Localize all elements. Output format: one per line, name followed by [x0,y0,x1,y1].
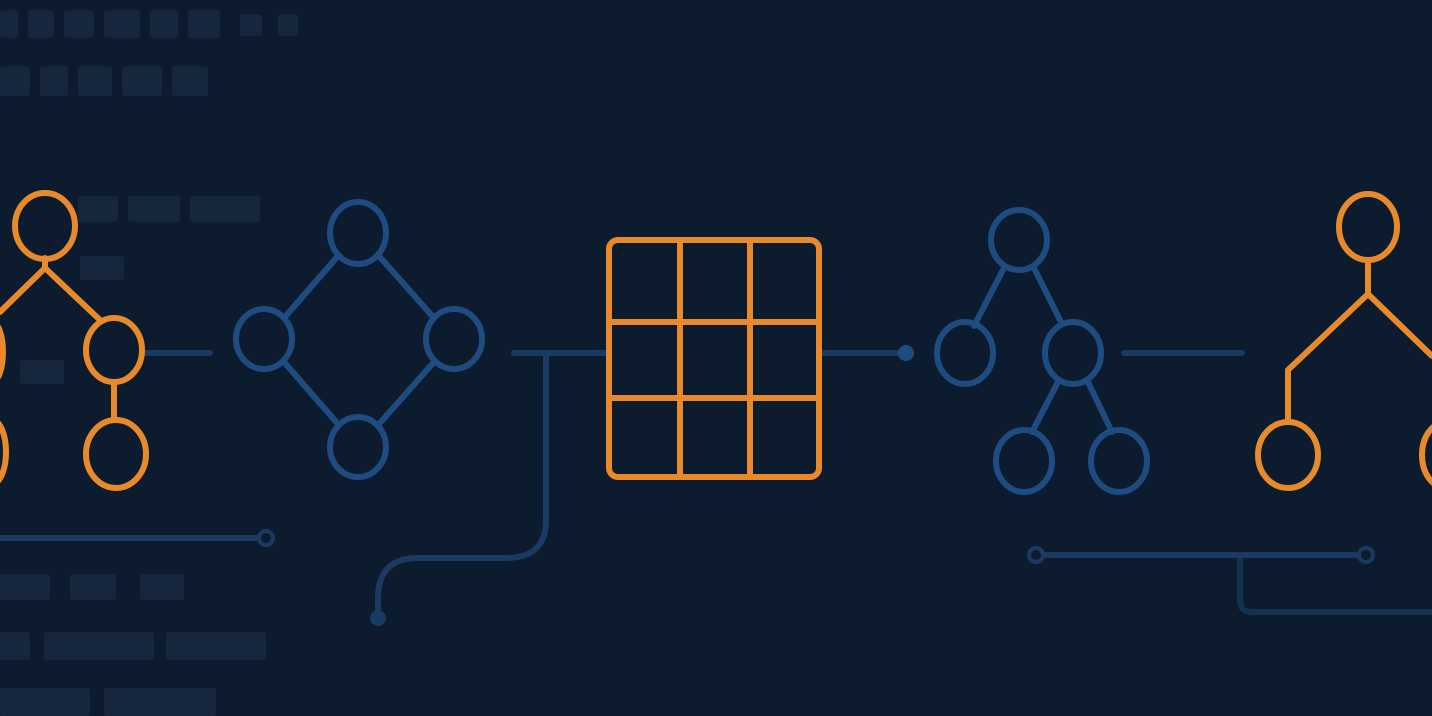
code-line [104,688,216,716]
tree-edge [1031,265,1065,327]
tree-node [993,427,1055,495]
tree-node [83,417,149,491]
code-line [150,10,178,38]
tree-node [83,315,145,385]
graph-node [327,199,389,267]
tree-edge [1085,379,1115,435]
code-line [0,66,30,96]
graph-node [423,306,485,372]
binary-tree-right [1255,191,1432,491]
graph-node [327,414,389,480]
tree-node [0,324,6,380]
code-line [70,574,116,600]
graph-edge [376,253,437,321]
endpoint-ring [257,529,275,547]
grid-matrix [606,237,822,480]
code-line [80,256,124,280]
tree-edge [1029,379,1061,435]
code-line [0,688,90,716]
code-line [166,632,266,660]
graph-node [233,306,295,372]
diamond-graph [233,199,485,480]
code-line [64,10,94,38]
code-line [78,66,112,96]
code-line [0,10,18,38]
tree-node [988,207,1050,273]
tree-node [1088,427,1150,495]
tree-node [1336,191,1400,263]
connector-lines [0,350,1432,621]
graph-edge [281,253,341,321]
code-line [128,196,180,222]
code-line [0,574,50,600]
endpoint-ring [1357,546,1375,564]
grid-frame [606,237,822,480]
connector-bottom-right-branch [1237,552,1432,615]
code-line [278,14,298,36]
tree-edge [42,265,103,323]
code-line [122,66,162,96]
code-line [172,66,208,96]
tree-node [1042,319,1104,387]
tree-node [0,420,9,484]
code-line [104,10,140,38]
tree-edge [971,265,1007,329]
connector-endpoints [257,345,1375,626]
tree-node [1255,419,1321,491]
graph-edge [376,359,437,427]
code-line [0,632,30,660]
endpoint-dot [370,610,386,626]
tree-node [934,319,996,387]
endpoint-ring [1027,546,1045,564]
tree-node [12,190,78,262]
tree-edge [1365,291,1432,359]
code-line [190,196,260,222]
code-line [140,574,184,600]
code-line [78,196,118,222]
code-line [28,10,54,38]
background-code-texture [0,10,298,716]
code-line [188,10,220,38]
endpoint-dot [898,345,914,361]
code-line [44,632,154,660]
binary-tree-center [934,207,1150,495]
tree-edge [0,265,48,315]
code-line [40,66,68,96]
tree-node [1419,424,1432,486]
binary-tree-left [0,190,149,491]
graph-edge [281,359,341,427]
code-line [20,360,64,384]
code-line [240,14,262,36]
tree-edge [1285,291,1371,373]
connector-branch-down [375,350,549,621]
